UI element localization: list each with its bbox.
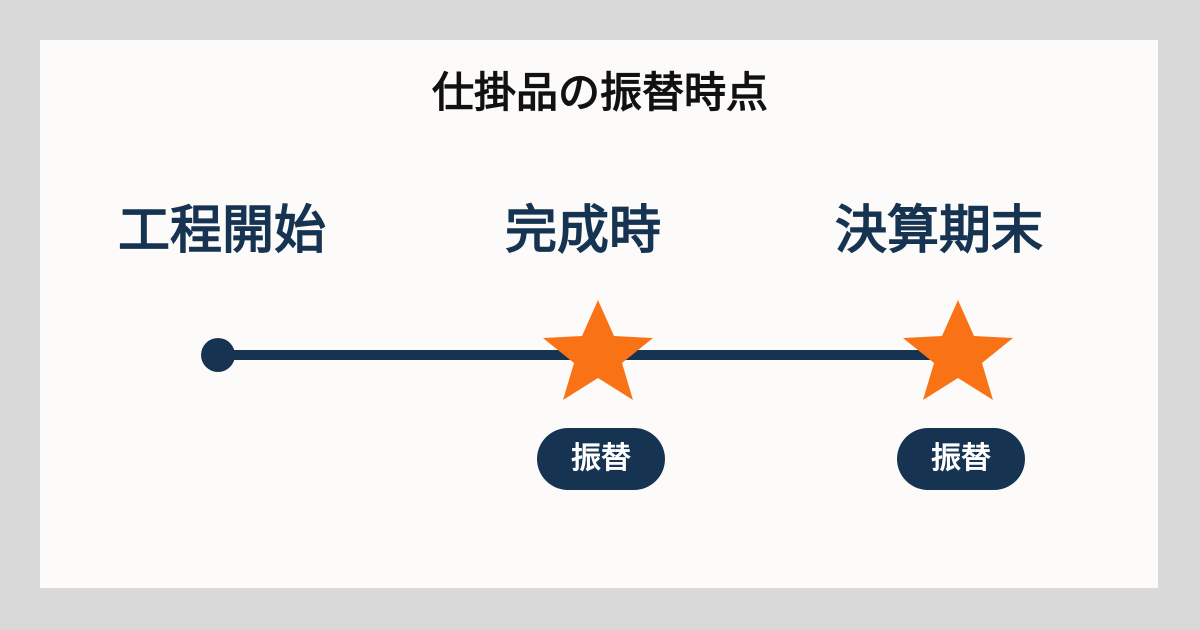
completion-star-icon [543,300,653,400]
period-end-star-icon [903,300,1013,400]
transfer-badge-completion: 振替 [537,428,665,490]
transfer-badge-period-end: 振替 [897,428,1025,490]
stage-label-period-end: 決算期末 [835,201,1044,261]
stage-label-completion: 完成時 [505,201,662,261]
start-circle-icon [201,338,235,372]
stage-label-start: 工程開始 [118,201,327,261]
diagram-title: 仕掛品の振替時点 [431,68,768,117]
